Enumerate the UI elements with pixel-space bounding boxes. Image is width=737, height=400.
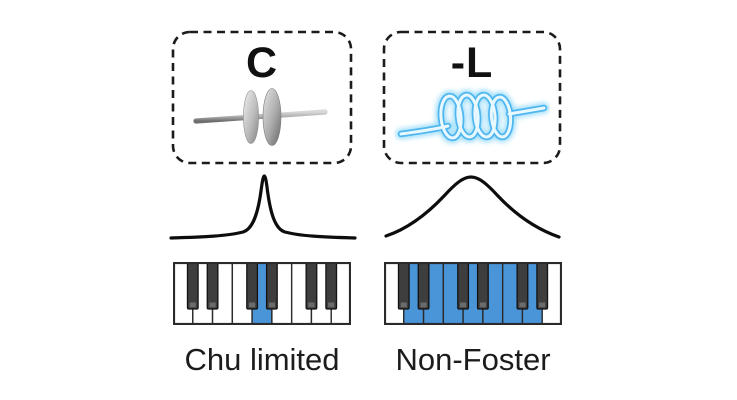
black-key-foot-4: [460, 302, 467, 308]
black-key-4[interactable]: [457, 262, 470, 310]
caption-non-foster: Non-Foster: [395, 342, 551, 377]
glowing-inductor-icon: [394, 80, 550, 150]
capacitor-icon: [193, 88, 328, 146]
black-key-5[interactable]: [265, 262, 278, 310]
black-key-7[interactable]: [305, 262, 318, 310]
nonfoster-component-box: -L: [382, 30, 562, 165]
keyboard-single-note: [173, 262, 351, 325]
dashed-border: [171, 30, 353, 165]
capacitance-label: C: [245, 39, 279, 87]
capacitor-plate-left: [243, 90, 259, 144]
black-key-foot-8: [539, 302, 546, 308]
black-key-7[interactable]: [516, 262, 529, 310]
negative-inductance-label: -L: [450, 39, 494, 87]
black-key-8[interactable]: [536, 262, 549, 310]
chu-component-box: C: [171, 30, 353, 165]
resonance-curve-narrow: [169, 174, 357, 240]
keyboard-frame: [173, 262, 351, 325]
keyboard-frame: [384, 262, 562, 325]
capacitor-plate-right: [262, 88, 282, 146]
dashed-rect: [382, 30, 562, 165]
black-key-8[interactable]: [325, 262, 338, 310]
black-key-foot-5: [268, 302, 275, 308]
black-key-foot-2: [420, 302, 427, 308]
broad-peak-path: [384, 175, 561, 239]
black-key-foot-4: [249, 302, 256, 308]
black-key-foot-2: [209, 302, 216, 308]
black-key-5[interactable]: [476, 262, 489, 310]
black-key-foot-8: [328, 302, 335, 308]
black-key-foot-7: [519, 302, 526, 308]
black-key-4[interactable]: [246, 262, 259, 310]
black-key-foot-7: [308, 302, 315, 308]
caption-chu-limited: Chu limited: [184, 342, 340, 377]
black-key-2[interactable]: [417, 262, 430, 310]
black-key-foot-1: [400, 302, 407, 308]
keyboard-wide-band: [384, 262, 562, 325]
resonance-curve-broad: [384, 175, 561, 239]
black-key-foot-1: [189, 302, 196, 308]
capacitor-lead-wire: [193, 109, 328, 124]
narrow-peak-path: [169, 174, 357, 240]
black-key-foot-5: [479, 302, 486, 308]
black-key-1[interactable]: [397, 262, 410, 310]
black-key-2[interactable]: [206, 262, 219, 310]
black-key-1[interactable]: [186, 262, 199, 310]
dashed-rect: [171, 30, 353, 165]
dashed-border: [382, 30, 562, 165]
